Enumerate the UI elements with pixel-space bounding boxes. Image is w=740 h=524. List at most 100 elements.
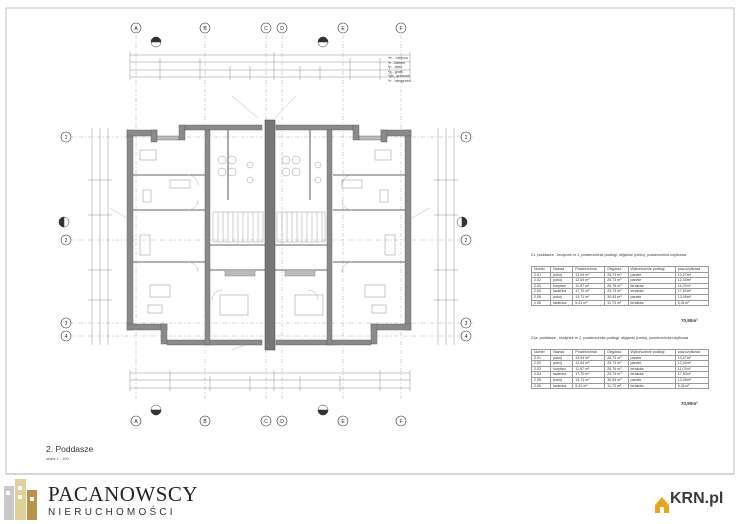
table-cell: Numer bbox=[530, 349, 552, 356]
drawing-scale: skala 1 : 100 bbox=[46, 456, 69, 461]
table-cell: 2.02 bbox=[530, 277, 552, 284]
table-cell: 10,27m² bbox=[674, 271, 710, 279]
section-markers bbox=[58, 36, 468, 416]
table-cell: Numer bbox=[530, 266, 552, 273]
grid-row-label: 1 bbox=[465, 135, 468, 141]
table-cell: terakota bbox=[627, 299, 676, 307]
legend-line: *k - kafelki bbox=[388, 60, 405, 65]
table-cell: 2.04 bbox=[530, 288, 552, 295]
table-cell: łazienka bbox=[550, 288, 574, 295]
bottom-dimensions bbox=[129, 370, 411, 391]
agency-name: PACANOWSCY bbox=[48, 482, 199, 506]
table-cell: 13,09m² bbox=[674, 294, 710, 301]
table-1-title: 21. poddasze - budynek nr 1, powierzchni… bbox=[531, 253, 687, 257]
table-cell: 5,41m² bbox=[674, 299, 710, 307]
grid-row-label: 3 bbox=[65, 321, 68, 327]
legend-line: *gk - gresowe bbox=[388, 74, 410, 79]
table-cell: 2.02 bbox=[530, 360, 552, 367]
grid-col-label: F bbox=[399, 419, 402, 425]
grid-col-label: A bbox=[134, 419, 138, 425]
grid-row-label: 2 bbox=[465, 238, 468, 244]
table-cell: 26,73 m³ bbox=[604, 354, 629, 362]
table-cell: pokój bbox=[550, 354, 574, 362]
annotation-leaders bbox=[109, 65, 431, 351]
table-cell: 17,63m² bbox=[674, 288, 710, 295]
table-cell: 13,09m² bbox=[674, 377, 710, 384]
table-cell: 12,03m² bbox=[674, 277, 710, 284]
legend-line: *g - grafit bbox=[388, 69, 403, 74]
table-2-title: 21a. poddasze - budynek nr 2, powierzchn… bbox=[531, 336, 689, 340]
fixtures bbox=[139, 149, 396, 316]
grid-col-markers bbox=[130, 22, 407, 427]
table-1-sum: 70,90m² bbox=[681, 318, 698, 323]
grid-row-label: 1 bbox=[65, 135, 68, 141]
table-cell: korytarz bbox=[550, 365, 574, 373]
table-cell: 2.04 bbox=[530, 371, 552, 378]
table-cell: korytarz bbox=[550, 282, 574, 290]
table-cell: pokój bbox=[550, 277, 574, 284]
table-cell: Nazwa bbox=[550, 266, 574, 273]
table-cell: łazienka bbox=[550, 299, 574, 307]
table-cell: 26,73 m³ bbox=[604, 360, 629, 367]
table-cell: łazienka bbox=[550, 382, 574, 390]
table-cell: 2.05 bbox=[530, 294, 552, 301]
grid-col-label: C bbox=[264, 419, 268, 425]
stairs-left bbox=[212, 211, 264, 243]
grid-col-label: D bbox=[280, 419, 284, 425]
table-cell: 2.01 bbox=[530, 271, 552, 279]
grid-row-label: 2 bbox=[65, 238, 68, 244]
grid-col-label: B bbox=[203, 419, 207, 425]
grid-col-label: A bbox=[134, 26, 138, 32]
portal-logo: KRN.pl bbox=[670, 490, 724, 507]
table-cell: 30,93 m³ bbox=[604, 377, 629, 384]
legend-note: *m - miejsca *k - kafelki *p - płyta *g … bbox=[388, 56, 412, 84]
table-cell: Objętość bbox=[604, 266, 629, 273]
grid-col-label: D bbox=[280, 26, 284, 32]
table-cell: Objętość bbox=[604, 349, 629, 356]
door-swings bbox=[187, 174, 353, 301]
table-cell: pokój bbox=[550, 360, 574, 367]
table-cell: 26,76 m³ bbox=[604, 282, 629, 290]
table-cell: 2.03 bbox=[530, 365, 552, 373]
table-cell: 5,41m² bbox=[674, 382, 710, 390]
table-cell: łazienka bbox=[550, 371, 574, 378]
grid-col-label: E bbox=[341, 419, 345, 425]
top-dimensions bbox=[129, 52, 411, 80]
table-cell: 2.06 bbox=[530, 299, 552, 307]
table-cell: Nazwa bbox=[550, 349, 574, 356]
table-cell: 11,73 m³ bbox=[604, 299, 629, 307]
table-cell: terakota bbox=[627, 382, 676, 390]
table-cell: 25,73 m³ bbox=[604, 288, 629, 295]
table-cell: 5,41 m² bbox=[572, 382, 606, 390]
grid-col-label: F bbox=[399, 26, 402, 32]
table-cell: pow.użytkowa bbox=[674, 266, 710, 273]
table-cell: 2.06 bbox=[530, 382, 552, 390]
agency-subtitle: NIERUCHOMOŚCI bbox=[48, 507, 176, 518]
drawing-caption: 2. Poddasze bbox=[46, 444, 94, 454]
legend-line: *p - płyta bbox=[388, 65, 403, 70]
party-wall bbox=[264, 119, 276, 351]
table-cell: 11,07m² bbox=[674, 365, 710, 373]
walls-left-house bbox=[126, 124, 263, 346]
grid-col-labels: A B C D E F A B C D E F bbox=[134, 26, 402, 425]
agency-logo-icon bbox=[4, 479, 37, 520]
table-cell: 5,41 m² bbox=[572, 299, 606, 307]
table-cell: pokój bbox=[550, 377, 574, 384]
grid-row-label: 4 bbox=[465, 334, 468, 340]
table-cell: 12,03m² bbox=[674, 360, 710, 367]
table-cell: 2.03 bbox=[530, 282, 552, 290]
table-cell: pokój bbox=[550, 271, 574, 279]
